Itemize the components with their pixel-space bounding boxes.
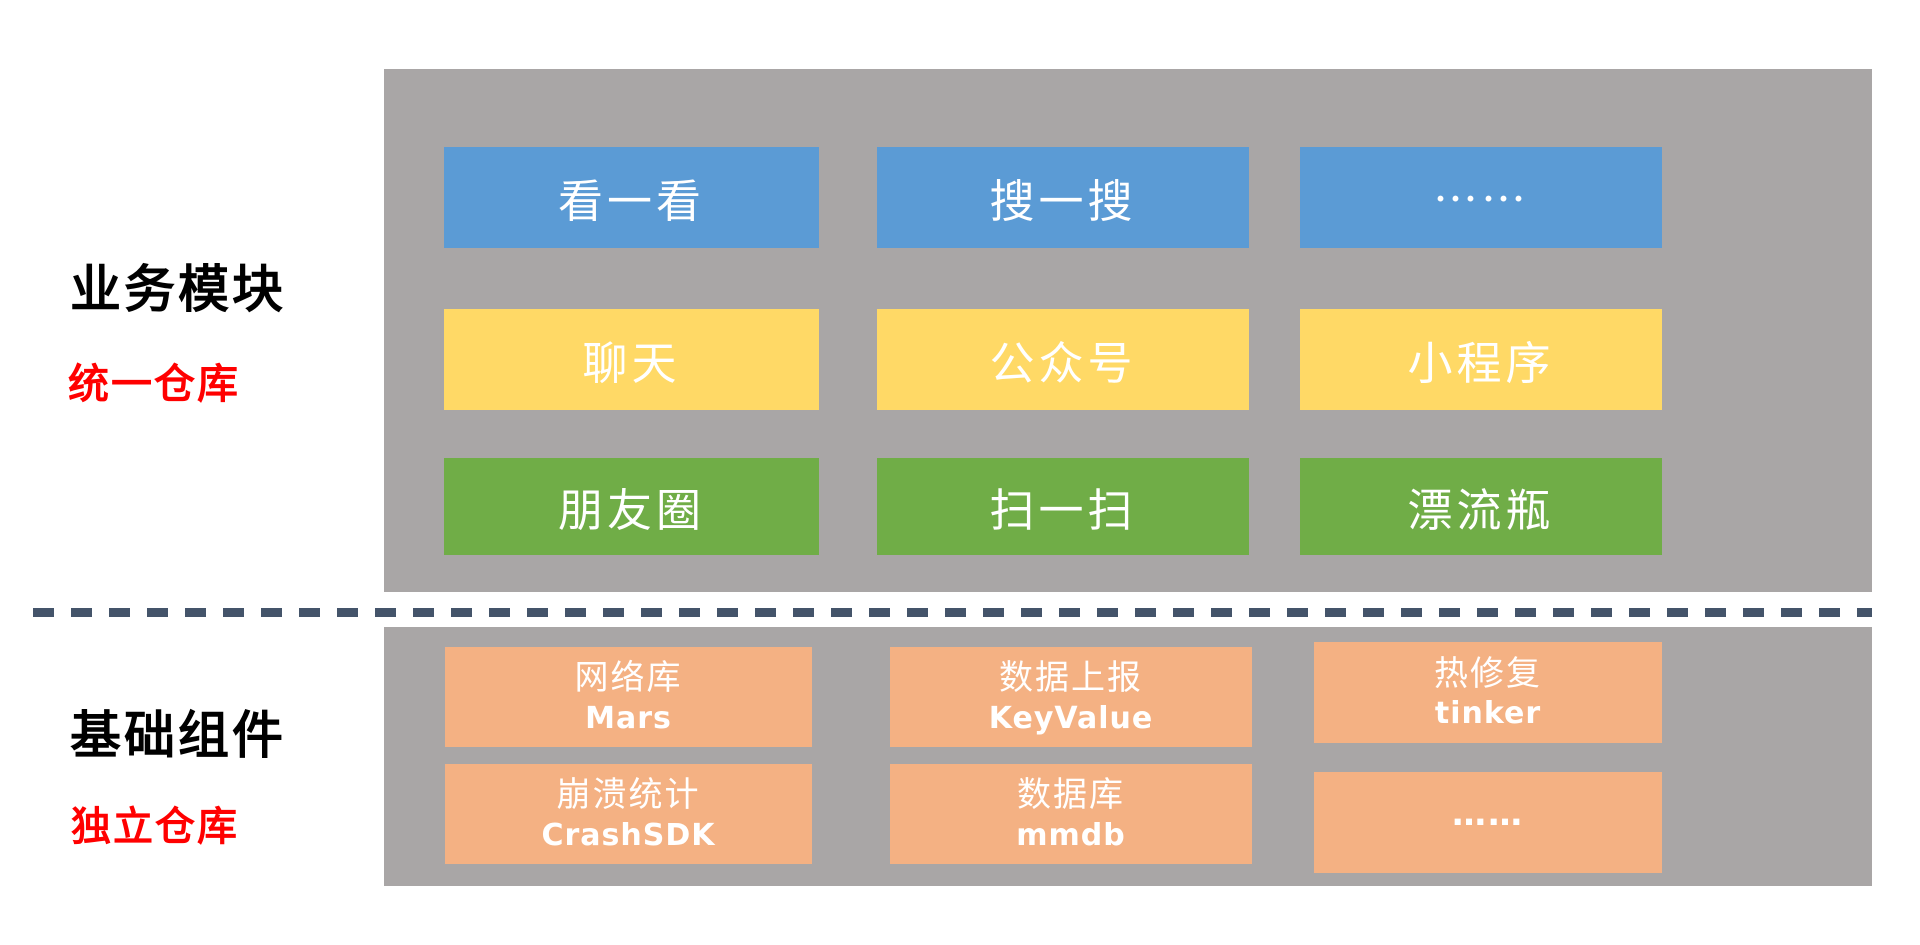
- component-subtitle: tinker: [1434, 696, 1542, 731]
- component-title: ……: [1452, 794, 1524, 835]
- component-title: 热修复: [1434, 653, 1542, 694]
- component-subtitle: Mars: [585, 700, 672, 736]
- unified-repo-label: 统一仓库: [68, 360, 240, 408]
- component-box-database: 数据库 mmdb: [890, 764, 1252, 864]
- module-label: ……: [1433, 159, 1529, 212]
- component-subtitle: CrashSDK: [541, 817, 716, 853]
- module-label: 漂流瓶: [1407, 484, 1555, 537]
- module-label: 搜一搜: [989, 175, 1137, 228]
- component-title: 网络库: [574, 658, 683, 698]
- module-label: 看一看: [557, 175, 705, 228]
- independent-repo-label: 独立仓库: [71, 803, 239, 850]
- component-box-ellipsis: ……: [1314, 772, 1662, 873]
- component-box-data-report: 数据上报 KeyValue: [890, 647, 1252, 747]
- module-box-drift-bottle: 漂流瓶: [1300, 458, 1662, 555]
- component-title: 数据库: [1017, 775, 1125, 815]
- module-box-scan: 扫一扫: [877, 458, 1249, 555]
- module-box-kanyikan: 看一看: [444, 147, 819, 248]
- module-box-moments: 朋友圈: [444, 458, 819, 555]
- component-title: 数据上报: [999, 658, 1143, 698]
- dashed-divider: [33, 608, 1872, 617]
- module-box-souyisou: 搜一搜: [877, 147, 1249, 248]
- component-box-hotfix: 热修复 tinker: [1314, 642, 1662, 743]
- module-label: 公众号: [989, 337, 1137, 390]
- component-title: 崩溃统计: [556, 775, 701, 815]
- component-subtitle: mmdb: [1016, 817, 1126, 853]
- module-label: 扫一扫: [989, 484, 1137, 537]
- foundation-components-title: 基础组件: [70, 706, 287, 766]
- module-label: 小程序: [1407, 337, 1555, 390]
- component-subtitle: KeyValue: [988, 700, 1154, 736]
- module-box-chat: 聊天: [444, 309, 819, 410]
- module-box-ellipsis: ……: [1300, 147, 1662, 248]
- component-box-crash-stats: 崩溃统计 CrashSDK: [445, 764, 812, 864]
- module-label: 聊天: [582, 337, 681, 390]
- module-box-official-accounts: 公众号: [877, 309, 1249, 410]
- business-modules-title: 业务模块: [70, 260, 287, 320]
- component-box-network: 网络库 Mars: [445, 647, 812, 747]
- module-label: 朋友圈: [557, 484, 705, 537]
- module-box-mini-program: 小程序: [1300, 309, 1662, 410]
